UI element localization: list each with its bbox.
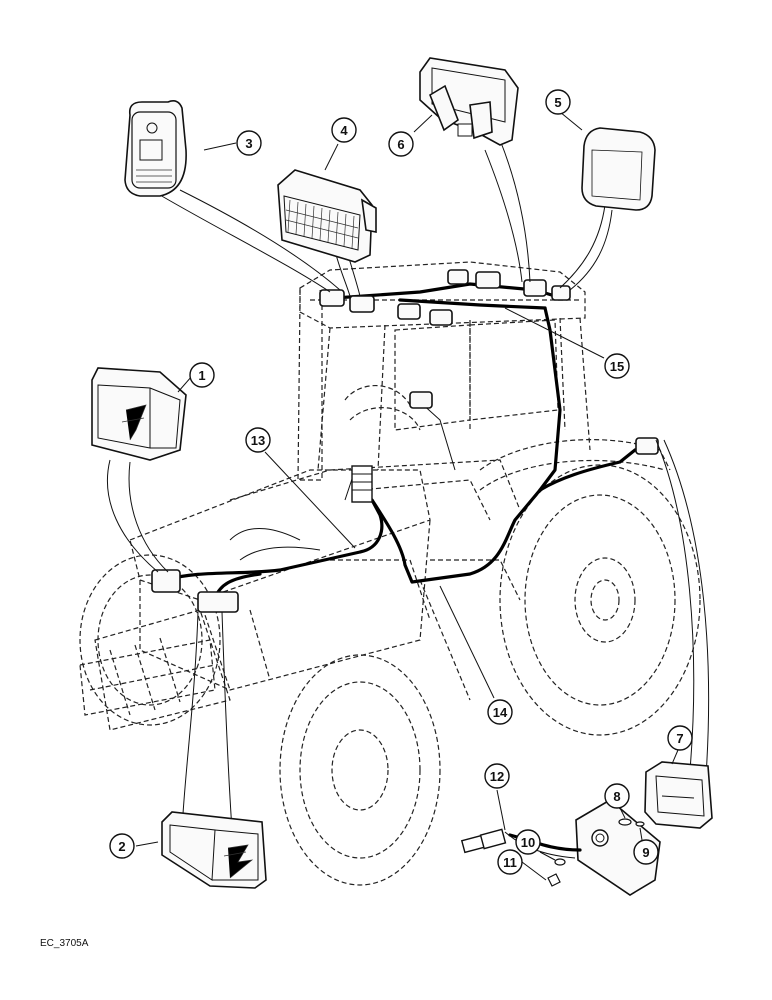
svg-text:8: 8: [613, 789, 620, 804]
reference-code: EC_3705A: [40, 938, 89, 949]
callout-5: 5: [545, 89, 571, 115]
svg-text:14: 14: [493, 705, 508, 720]
svg-text:6: 6: [397, 137, 404, 152]
callout-8: 8: [604, 783, 630, 809]
svg-text:3: 3: [245, 136, 252, 151]
fuse-connector-block: [351, 465, 373, 503]
callout-15: 15: [604, 353, 630, 379]
roof-connectors: [151, 269, 659, 613]
lamp-2-indicator-lamp: [161, 811, 267, 889]
svg-text:13: 13: [251, 433, 265, 448]
callout-2: 2: [109, 833, 135, 859]
callout-13: 13: [245, 427, 271, 453]
callout-7: 7: [667, 725, 693, 751]
plate-bracket-assembly: [460, 799, 661, 896]
lamp-5-square-lamp: [581, 127, 656, 211]
callout-1: 1: [189, 362, 215, 388]
lamp-3-work-lamp: [124, 100, 187, 197]
lamp-7-plate-lamp: [644, 761, 713, 829]
callout-11: 11: [497, 849, 523, 875]
svg-text:12: 12: [490, 769, 504, 784]
svg-text:2: 2: [118, 839, 125, 854]
callout-10: 10: [515, 829, 541, 855]
svg-text:10: 10: [521, 835, 535, 850]
callout-6: 6: [388, 131, 414, 157]
lamp-4-rect-lamp: [277, 169, 377, 263]
callout-leaders: [135, 111, 679, 881]
svg-text:4: 4: [340, 123, 348, 138]
svg-text:5: 5: [554, 95, 561, 110]
callout-9: 9: [633, 839, 659, 865]
lamp-1-front-lamp: [91, 367, 187, 461]
svg-text:11: 11: [503, 855, 517, 870]
svg-text:7: 7: [676, 731, 683, 746]
callout-14: 14: [487, 699, 513, 725]
callout-12: 12: [484, 763, 510, 789]
tractor-outline: [79, 261, 701, 886]
svg-text:9: 9: [642, 845, 649, 860]
callout-4: 4: [331, 117, 357, 143]
svg-text:15: 15: [610, 359, 624, 374]
lamp-6-top-lamp: [419, 57, 519, 146]
svg-text:1: 1: [198, 368, 205, 383]
leader-curves: [106, 139, 710, 831]
callout-3: 3: [236, 130, 262, 156]
